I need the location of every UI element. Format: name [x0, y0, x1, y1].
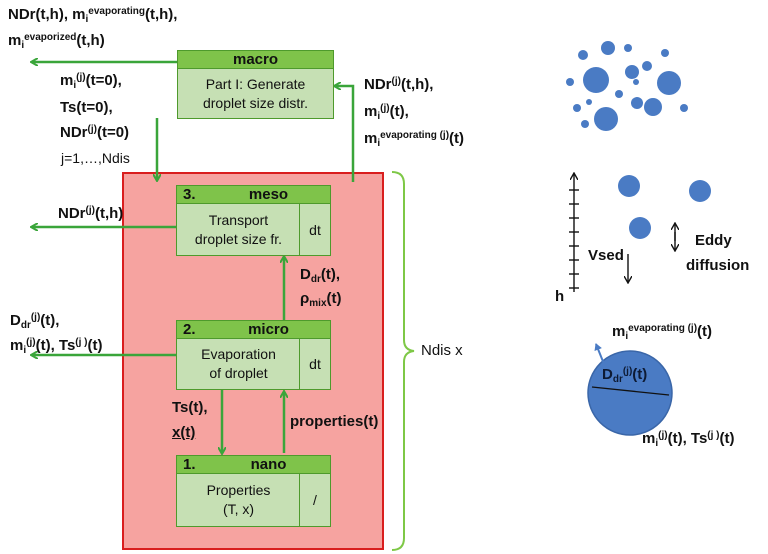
macro-description: Part I: Generate droplet size distr. — [178, 69, 333, 118]
meso-module: 3. meso Transport droplet size fr. dt — [176, 185, 331, 256]
label-feedback-ndr: NDr(j)(t,h), — [364, 76, 434, 93]
droplet-cloud — [566, 41, 688, 131]
nano-desc-line2: (T, x) — [222, 501, 255, 517]
nano-timestep: / — [299, 474, 330, 526]
nano-number: 1. — [183, 456, 196, 473]
label-properties: properties(t) — [290, 413, 379, 430]
diameter-line — [591, 386, 670, 396]
macro-title: macro — [232, 51, 279, 68]
label-height: h — [555, 288, 565, 305]
nano-header: 1. nano — [177, 456, 330, 474]
meso-number: 3. — [183, 186, 196, 203]
macro-module: macro Part I: Generate droplet size dist… — [177, 50, 334, 119]
label-top-output-2: mievaporized(t,h) — [8, 32, 105, 51]
meso-desc-line1: Transport — [208, 211, 269, 228]
label-mixture-density: ρmix(t) — [300, 290, 342, 309]
single-droplet — [587, 350, 673, 436]
label-init-range: j=1,…,Ndis — [61, 150, 130, 166]
transport-droplets — [618, 175, 711, 239]
ndis-brace — [391, 171, 415, 551]
label-eddy: Eddy — [695, 232, 732, 249]
meso-header: 3. meso — [177, 186, 330, 204]
label-surface-temp: Ts(t), — [172, 399, 208, 416]
nano-title: nano — [250, 456, 287, 473]
micro-description: Evaporation of droplet — [177, 339, 300, 389]
meso-description: Transport droplet size fr. — [177, 204, 300, 255]
label-diffusion: diffusion — [686, 257, 750, 274]
label-init-ndr: NDr(j)(t=0) — [60, 124, 130, 141]
nano-description: Properties (T, x) — [177, 474, 300, 526]
label-feedback-evap: mievaporating (j)(t) — [364, 130, 465, 149]
label-init-ts: Ts(t=0), — [60, 99, 113, 116]
evaporation-arrow — [594, 343, 605, 365]
nano-desc-line1: Properties — [206, 482, 271, 498]
label-droplet-properties: mi(j)(t), Ts(j )(t) — [642, 430, 735, 449]
micro-header: 2. micro — [177, 321, 330, 339]
meso-timestep: dt — [299, 204, 330, 255]
meso-desc-line2: droplet size fr. — [194, 230, 283, 247]
label-init-mass: mi(j)(t=0), — [60, 72, 122, 91]
meso-title: meso — [248, 186, 289, 203]
label-droplet-diameter: Ddr(t), — [300, 266, 340, 285]
label-top-output-1: NDr(t,h), mievaporating(t,h), — [8, 6, 178, 25]
label-meso-output: NDr(j)(t,h) — [58, 205, 124, 222]
arrow-feedback — [335, 86, 355, 182]
label-micro-output-1: Ddr(j)(t), — [10, 312, 60, 331]
micro-number: 2. — [183, 321, 196, 338]
label-vsed: Vsed — [588, 247, 624, 264]
micro-desc-line1: Evaporation — [201, 346, 276, 362]
macro-desc-line2: droplet size distr. — [202, 94, 309, 111]
macro-desc-line1: Part I: Generate — [205, 75, 306, 92]
micro-timestep: dt — [299, 339, 330, 389]
height-axis — [569, 174, 579, 292]
macro-header: macro — [178, 51, 333, 69]
micro-module: 2. micro Evaporation of droplet dt — [176, 320, 331, 390]
micro-title: micro — [248, 321, 289, 338]
nano-module: 1. nano Properties (T, x) / — [176, 455, 331, 527]
micro-desc-line2: of droplet — [209, 365, 268, 381]
label-composition: x(t) — [172, 424, 196, 441]
label-feedback-mass: mi(j)(t), — [364, 103, 409, 122]
label-droplet-diameter-inner: Ddr(j)(t) — [602, 366, 648, 385]
label-micro-output-2: mi(j)(t), Ts(j )(t) — [10, 337, 103, 356]
label-ndis-multiplier: Ndis x — [421, 342, 463, 359]
label-droplet-evaporation: mievaporating (j)(t) — [612, 323, 713, 342]
